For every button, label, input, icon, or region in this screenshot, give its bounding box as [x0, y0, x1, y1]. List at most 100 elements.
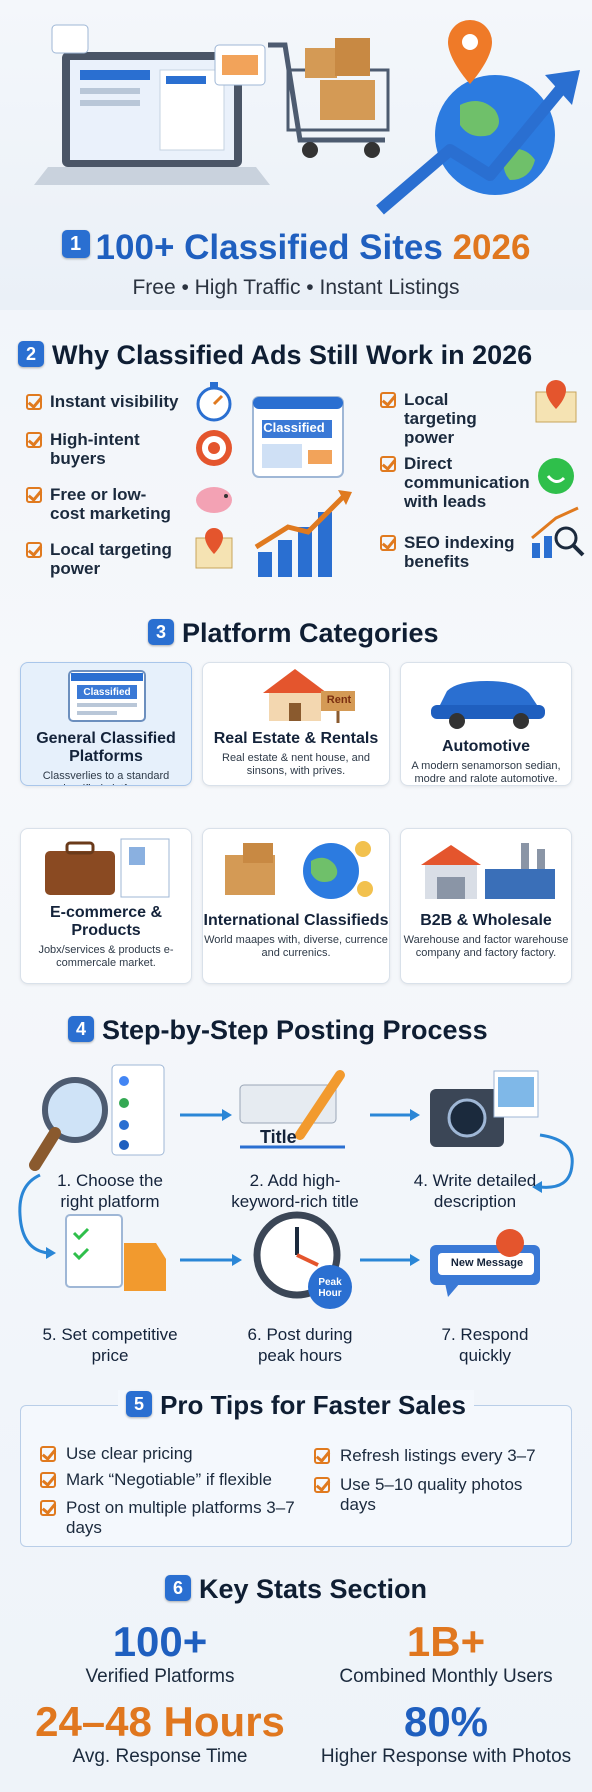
checkbox-icon [26, 487, 42, 503]
location-pin-icon [448, 20, 492, 84]
checkbox-icon [40, 1500, 56, 1516]
house-icon [263, 669, 355, 723]
stat-value: 80% [403, 1698, 489, 1745]
new-message-label: New Message [450, 1257, 524, 1269]
stats-title-text: Key Stats Section [198, 1574, 428, 1604]
card-title: Automotive [442, 738, 530, 755]
category-card-general[interactable]: Classified General Classified Platforms … [20, 662, 192, 786]
category-card-ecommerce[interactable]: E-commerce & Products Jobx/services & pr… [20, 828, 192, 984]
step-7-label: 7. Respond quickly [441, 1325, 529, 1365]
shopping-cart-icon [268, 38, 390, 158]
clock-icon [253, 1211, 352, 1309]
checkbox-icon [380, 392, 396, 408]
category-card-international[interactable]: International Classifieds World maapes w… [202, 828, 390, 984]
checkbox-icon [380, 456, 396, 472]
steps-illustration [18, 1064, 574, 1309]
arrow-right-icon [180, 1109, 232, 1121]
checkbox-icon [40, 1472, 56, 1488]
category-card-automotive[interactable]: Automotive A modern senamorson sedian, m… [400, 662, 572, 786]
section-badge: 1 [61, 229, 90, 258]
category-card-b2b[interactable]: B2B & Wholesale Warehouse and factor war… [400, 828, 572, 984]
step-2-label: 2. Add high-keyword-rich title [231, 1171, 359, 1211]
map-pin-icon [195, 528, 233, 569]
arrow-right-icon [370, 1109, 420, 1121]
hero-illustration [34, 20, 580, 215]
peak-hour-label: Peak Hour [318, 1277, 342, 1299]
why-item: SEO indexing benefits [380, 533, 520, 571]
seo-chart-icon [531, 506, 585, 558]
tip-item: Use 5–10 quality photos days [314, 1475, 554, 1515]
globe-boxes-icon [225, 841, 373, 899]
stat-response-time: 24–48 Hours Avg. Response Time [20, 1698, 300, 1768]
stats-section-title: 6 Key Stats Section [0, 1574, 592, 1605]
growth-arrow-icon [376, 70, 580, 215]
camera-icon [430, 1070, 539, 1147]
tip-item: Mark “Negotiable” if flexible [40, 1470, 310, 1490]
category-card-real-estate[interactable]: Rent Real Estate & Rentals Real estate &… [202, 662, 390, 786]
price-tag-icon [65, 1214, 166, 1291]
step-1-label: 1. Choose the right platform [57, 1171, 163, 1211]
why-item: Instant visibility [26, 392, 186, 411]
stat-value: 100+ [112, 1618, 208, 1665]
card-title: Real Estate & Rentals [213, 730, 379, 747]
tip-item: Refresh listings every 3–7 [314, 1446, 564, 1466]
checkbox-icon [26, 394, 42, 410]
map-pin-icon [535, 380, 577, 423]
checkbox-icon [380, 535, 396, 551]
stat-label: Verified Platforms [85, 1666, 235, 1687]
card-desc: Classverlies to a standard classified pl… [42, 770, 170, 785]
card-desc: Warehouse and factor warehouse company a… [403, 934, 569, 959]
card-desc: A modern senamorson sedian, modre and ra… [411, 760, 561, 785]
why-item: Local targeting power [380, 390, 520, 447]
stat-value: 24–48 Hours [35, 1698, 285, 1745]
checkbox-icon [314, 1477, 330, 1493]
briefcase-icon [45, 838, 170, 898]
warehouse-icon [421, 843, 555, 899]
section-badge: 3 [148, 618, 174, 645]
why-right-icons [531, 380, 585, 558]
classified-label: Classified [263, 420, 325, 435]
card-title: International Classifieds [203, 912, 389, 929]
section-badge: 2 [18, 340, 44, 367]
stat-label: Combined Monthly Users [339, 1666, 553, 1687]
car-icon [431, 681, 545, 729]
classified-window-icon [68, 670, 146, 722]
card-desc: Jobx/services & products e-commercale ma… [38, 944, 174, 969]
why-left-icons [195, 382, 233, 569]
why-item: Direct communication with leads [380, 454, 540, 511]
stat-monthly-users: 1B+ Combined Monthly Users [316, 1618, 576, 1688]
icon-label: Rent [326, 694, 352, 706]
section-badge: 5 [126, 1391, 153, 1418]
search-icon [29, 1064, 165, 1171]
stopwatch-icon [196, 382, 232, 422]
tips-title-text: Pro Tips for Faster Sales [160, 1390, 466, 1420]
why-title-text: Why Classified Ads Still Work in 2026 [52, 340, 533, 370]
arrow-right-icon [360, 1254, 420, 1266]
why-item: Local targeting power [26, 540, 186, 578]
icon-label: Classified [83, 687, 131, 698]
connector-arrow-icon [18, 1133, 574, 1259]
checkbox-icon [314, 1448, 330, 1464]
title-icon-label: Title [260, 1127, 297, 1147]
bar-chart-icon [254, 490, 352, 577]
arrow-right-icon [180, 1254, 242, 1266]
card-title: B2B & Wholesale [420, 912, 552, 929]
tip-item: Post on multiple platforms 3–7 days [40, 1498, 300, 1538]
checkbox-icon [40, 1446, 56, 1462]
chat-bubble-icon [430, 1229, 540, 1297]
checkbox-icon [26, 432, 42, 448]
target-icon [196, 430, 232, 466]
hero-subtitle: Free • High Traffic • Instant Listings [132, 276, 460, 299]
tips-section-title: 5 Pro Tips for Faster Sales [0, 1390, 592, 1421]
section-badge: 6 [164, 1574, 191, 1601]
whatsapp-icon [538, 458, 574, 494]
checkbox-icon [26, 542, 42, 558]
stat-label: Higher Response with Photos [320, 1746, 572, 1767]
card-title: General Classified Platforms [36, 730, 176, 765]
tip-item: Use clear pricing [40, 1444, 300, 1464]
hero-title-main: 100+ Classified Sites [95, 228, 443, 267]
stat-label: Avg. Response Time [72, 1746, 248, 1767]
